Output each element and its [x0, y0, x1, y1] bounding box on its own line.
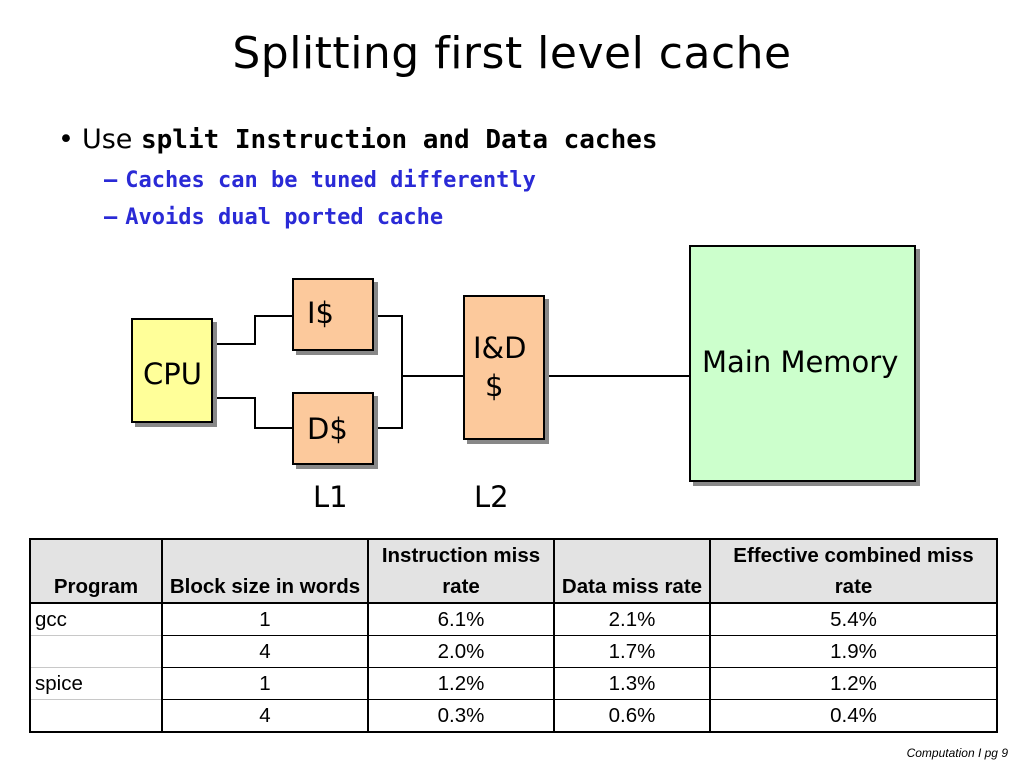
- subpoint-text: Caches can be tuned differently: [125, 168, 536, 193]
- header-data-miss: Data miss rate: [553, 538, 711, 604]
- icache-label: I$: [307, 296, 335, 330]
- cell-program: gcc: [29, 602, 163, 636]
- bullet-dot: •: [58, 124, 74, 155]
- cell-program: spice: [29, 667, 163, 700]
- cell-block-size: 4: [161, 635, 369, 668]
- cell-instruction-miss: 0.3%: [367, 699, 555, 733]
- cell-combined-miss: 5.4%: [709, 602, 998, 636]
- level1-label: L1: [313, 480, 348, 514]
- bullet-emphasis: split Instruction and Data caches: [140, 125, 658, 155]
- slide-title: Splitting first level cache: [232, 28, 792, 79]
- dash-marker: –: [104, 205, 118, 230]
- cpu-to-icache-wire: [213, 315, 292, 345]
- cpu-to-dcache-wire: [213, 397, 292, 429]
- cell-data-miss: 0.6%: [553, 699, 711, 733]
- table-row: spice 1 1.2% 1.3% 1.2%: [29, 667, 998, 700]
- icache-to-bus-wire: [374, 315, 403, 429]
- main-memory-box: Main Memory: [689, 245, 916, 482]
- instruction-cache-box: I$: [292, 278, 374, 351]
- cell-data-miss: 2.1%: [553, 602, 711, 636]
- cell-block-size: 1: [161, 667, 369, 700]
- cell-data-miss: 1.7%: [553, 635, 711, 668]
- l2-label-line1: I&D: [473, 331, 527, 365]
- subpoint-tuned: –Caches can be tuned differently: [104, 168, 536, 193]
- header-combined-miss: Effective combined miss rate: [709, 538, 998, 604]
- table-row: 4 0.3% 0.6% 0.4%: [29, 699, 998, 733]
- cell-combined-miss: 0.4%: [709, 699, 998, 733]
- cell-combined-miss: 1.9%: [709, 635, 998, 668]
- cell-combined-miss: 1.2%: [709, 667, 998, 700]
- main-bullet: •Use split Instruction and Data caches: [58, 124, 658, 155]
- miss-rate-table: Program Block size in words Instruction …: [29, 538, 998, 733]
- header-block-size: Block size in words: [161, 538, 369, 604]
- cell-program: [29, 635, 163, 668]
- slide-footer: Computation I pg 9: [906, 746, 1008, 760]
- cell-instruction-miss: 1.2%: [367, 667, 555, 700]
- l2-label-line2: $: [485, 369, 504, 403]
- cell-block-size: 1: [161, 602, 369, 636]
- table-row: 4 2.0% 1.7% 1.9%: [29, 635, 998, 668]
- cell-program: [29, 699, 163, 733]
- level2-label: L2: [474, 480, 509, 514]
- memory-label: Main Memory: [702, 345, 899, 379]
- cpu-box: CPU: [131, 318, 213, 423]
- subpoint-dual-ported: –Avoids dual ported cache: [104, 205, 443, 230]
- table-header-row: Program Block size in words Instruction …: [29, 538, 998, 604]
- subpoint-text: Avoids dual ported cache: [125, 205, 444, 230]
- l2-cache-box: I&D $: [463, 295, 545, 440]
- table-row: gcc 1 6.1% 2.1% 5.4%: [29, 602, 998, 636]
- cell-block-size: 4: [161, 699, 369, 733]
- dash-marker: –: [104, 168, 118, 193]
- header-instruction-miss: Instruction miss rate: [367, 538, 555, 604]
- cell-data-miss: 1.3%: [553, 667, 711, 700]
- cell-instruction-miss: 6.1%: [367, 602, 555, 636]
- bullet-lead: Use: [81, 124, 133, 155]
- cell-instruction-miss: 2.0%: [367, 635, 555, 668]
- cpu-label: CPU: [143, 357, 202, 391]
- dcache-label: D$: [307, 412, 348, 446]
- data-cache-box: D$: [292, 392, 374, 465]
- header-program: Program: [29, 538, 163, 604]
